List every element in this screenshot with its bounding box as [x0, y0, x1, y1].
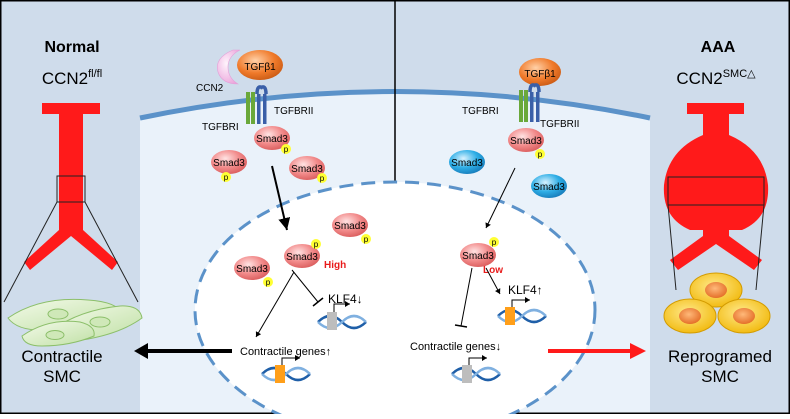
smad3-p-nuclear-left-2: Smad3 p	[284, 239, 321, 268]
arrow-head-contractile	[134, 343, 148, 359]
svg-text:Smad3: Smad3	[236, 264, 268, 275]
inhibition-bar-right	[454, 324, 468, 328]
svg-text:Smad3: Smad3	[334, 221, 366, 232]
svg-text:Smad3: Smad3	[462, 251, 494, 262]
tgfb1-left	[237, 50, 283, 80]
left-genotype-base: CCN2	[42, 69, 88, 88]
tgfbr-receptors-left	[246, 85, 268, 124]
contractile-genes-left-label: Contractile genes↑	[240, 346, 331, 358]
inhibition-klf4-left	[291, 269, 319, 303]
left-genotype-sup: fl/fl	[88, 68, 102, 80]
smad3-unphos-right-1: Smad3	[449, 150, 485, 174]
klf4-right-label: KLF4↑	[508, 283, 543, 297]
svg-text:p: p	[224, 173, 229, 182]
smad3-p-right-1: Smad3 p	[508, 128, 545, 159]
svg-text:p: p	[284, 145, 289, 154]
smad3-p-nuclear-right: Smad3 p	[460, 237, 499, 267]
tgfbri-left-label: TGFBRI	[202, 122, 239, 133]
left-cells-label-line2: SMC	[43, 367, 81, 386]
tgfb1-right-label: TGFβ1	[524, 69, 556, 80]
svg-text:Smad3: Smad3	[510, 136, 542, 147]
left-title: Normal	[44, 39, 99, 56]
reprogramed-smc-cells	[663, 272, 771, 334]
svg-text:p: p	[364, 235, 369, 244]
tgfbrii-left-label: TGFBRII	[274, 106, 313, 117]
klf4-gene-dna-right	[497, 297, 547, 325]
right-title: AAA	[701, 39, 736, 56]
tgfbrii-right-label: TGFBRII	[540, 119, 579, 130]
contractile-smc-cells	[7, 298, 143, 347]
right-genotype-base: CCN2	[676, 69, 722, 88]
right-genotype: CCN2SMC△	[676, 68, 756, 88]
smad3-p-left-1: Smad3 p	[254, 126, 291, 154]
tgfbr-receptors-right	[519, 83, 541, 122]
level-high-label: High	[324, 260, 346, 271]
arrow-head-reprogramed	[630, 343, 646, 359]
contractile-genes-right-label: Contractile genes↓	[410, 341, 501, 353]
arrow-nuclear-translocation-left	[271, 165, 291, 231]
right-cells-label-line1: Reprogramed	[668, 347, 772, 366]
arrow-klf4-right	[485, 267, 501, 295]
klf4-gene-dna-left	[317, 301, 367, 330]
level-low-label: Low	[483, 265, 503, 276]
tgfbri-right-label: TGFBRI	[462, 106, 499, 117]
svg-text:Smad3: Smad3	[533, 182, 565, 193]
inhibition-bar-left	[312, 297, 324, 307]
svg-text:p: p	[538, 150, 543, 159]
smad3-p-left-2: Smad3 p	[211, 150, 247, 182]
svg-text:Smad3: Smad3	[256, 134, 288, 145]
smad3-p-nuclear-left-3: Smad3 p	[234, 256, 273, 287]
aaa-aneurysm-vessel	[663, 103, 769, 291]
left-genotype: CCN2fl/fl	[42, 68, 102, 88]
smad3-p-nuclear-left-1: Smad3 p	[332, 213, 371, 244]
left-cells-label-line1: Contractile	[21, 347, 102, 366]
svg-text:p: p	[492, 238, 497, 247]
svg-text:Smad3: Smad3	[213, 158, 245, 169]
arrow-nuclear-translocation-right	[485, 167, 516, 229]
tgfb1-left-label: TGFβ1	[244, 62, 276, 73]
ccn2-protein	[217, 49, 241, 85]
svg-text:p: p	[314, 240, 319, 249]
arrow-contractile-genes-left	[255, 271, 295, 338]
svg-text:Smad3: Smad3	[451, 158, 483, 169]
svg-text:p: p	[266, 278, 271, 287]
smad3-unphos-right-2: Smad3	[531, 174, 567, 198]
contractile-gene-dna-left	[261, 355, 311, 383]
svg-text:Smad3: Smad3	[291, 164, 323, 175]
tgfb1-right	[519, 58, 561, 86]
ccn2-label: CCN2	[196, 83, 224, 94]
right-genotype-sup: SMC△	[723, 68, 756, 80]
smad3-p-left-3: Smad3 p	[289, 156, 327, 183]
right-cells-label-line2: SMC	[701, 367, 739, 386]
svg-text:p: p	[320, 174, 325, 183]
normal-aorta-vessel	[3, 103, 139, 303]
svg-text:Smad3: Smad3	[286, 252, 318, 263]
klf4-left-label: KLF4↓	[328, 292, 363, 306]
contractile-gene-dna-right	[451, 355, 501, 383]
inhibition-contractile-right	[460, 267, 473, 327]
